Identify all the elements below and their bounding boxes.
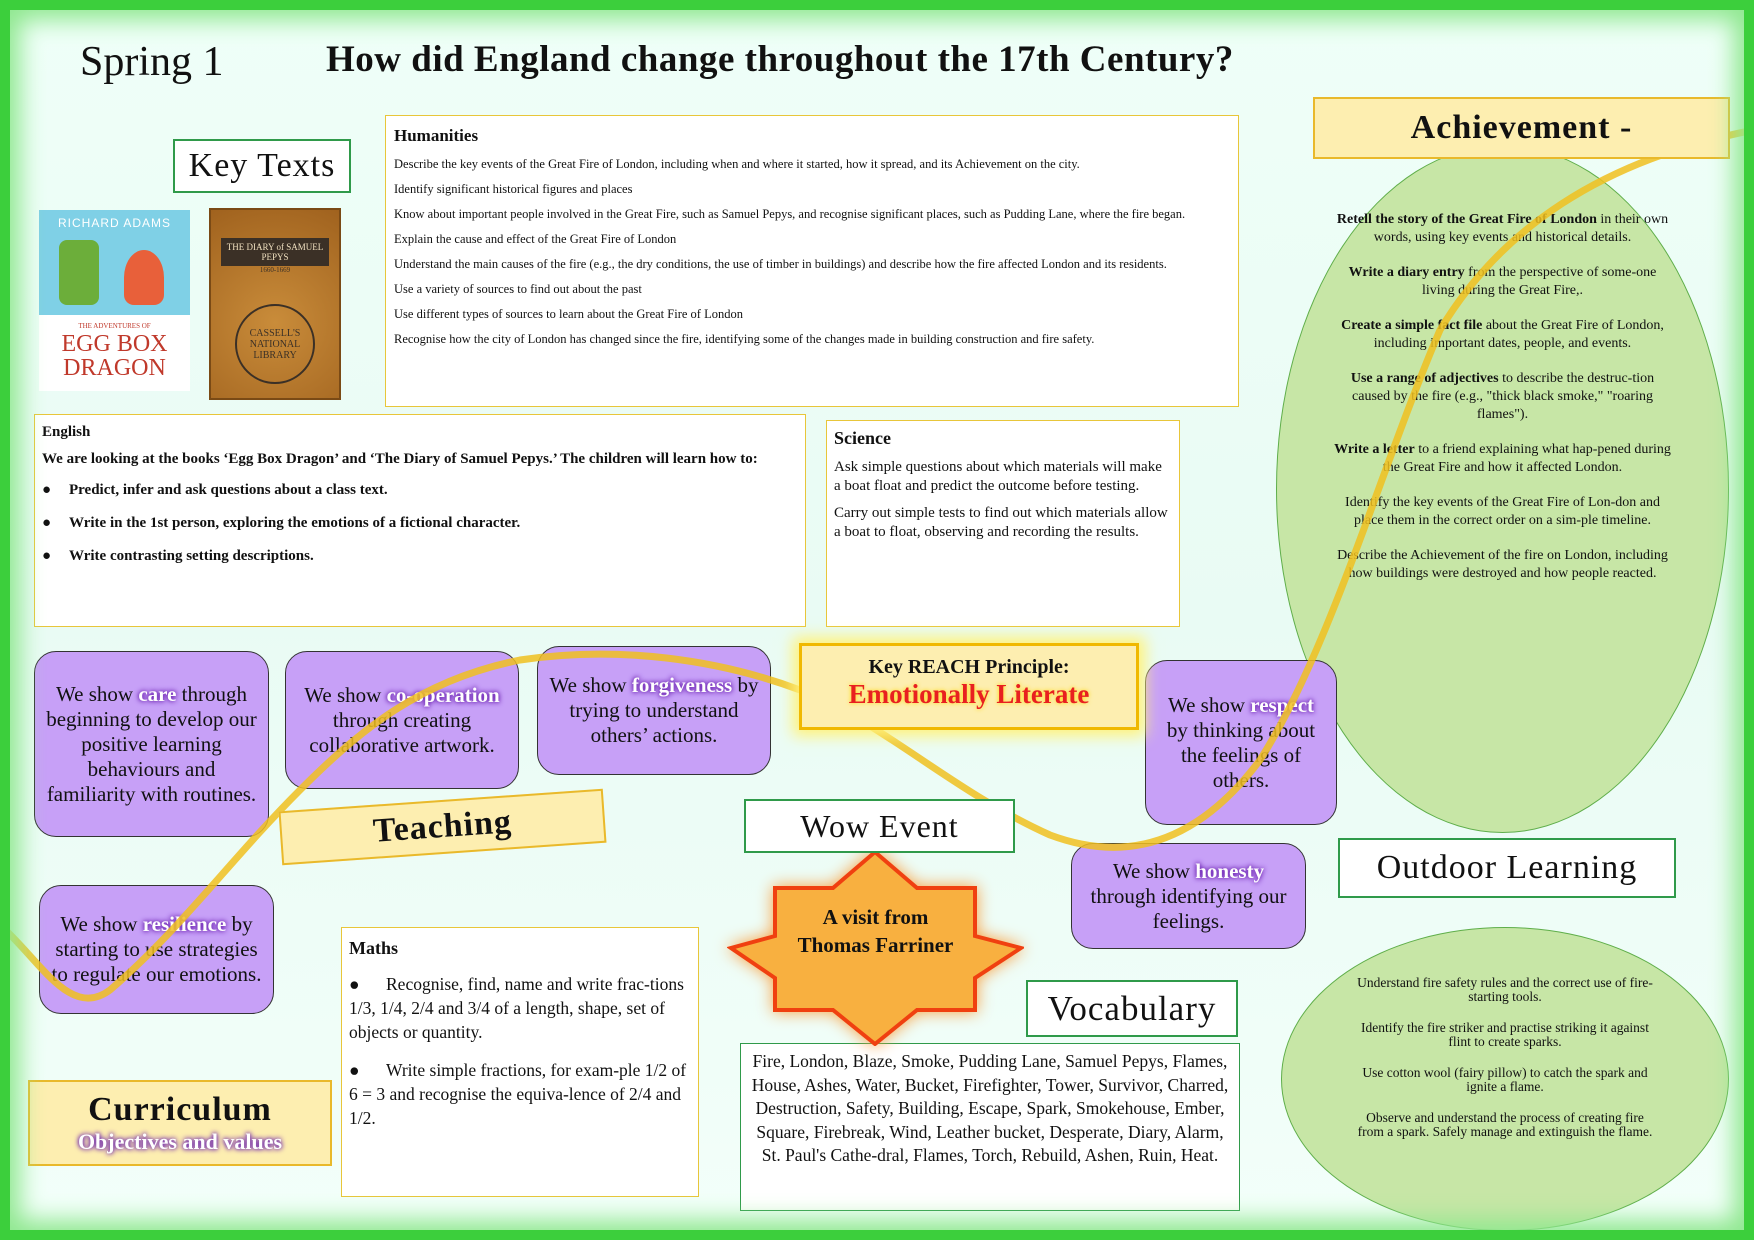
value-respect: We show respect by thinking about the fe…	[1145, 660, 1337, 825]
value-forgiveness: We show forgiveness by trying to underst…	[537, 646, 771, 775]
science-item: Ask simple questions about which materia…	[834, 459, 1162, 494]
achievement-heading: Achievement -	[1313, 97, 1730, 159]
humanities-item: Explain the cause and effect of the Grea…	[394, 232, 677, 246]
vocabulary-panel: Fire, London, Blaze, Smoke, Pudding Lane…	[740, 1043, 1240, 1211]
teaching-banner: Teaching	[278, 788, 607, 866]
cover-title: THE DIARY of SAMUEL PEPYS	[221, 238, 329, 266]
curriculum-subtitle: Objectives and values	[77, 1129, 283, 1154]
english-item: ●Predict, infer and ask questions about …	[42, 482, 388, 498]
cover-title: EGG BOX DRAGON	[61, 331, 168, 381]
vocabulary-heading: Vocabulary	[1026, 980, 1238, 1037]
humanities-item: Use a variety of sources to find out abo…	[394, 282, 642, 296]
science-item: Carry out simple tests to find out which…	[834, 505, 1168, 540]
wow-event-heading: Wow Event	[744, 799, 1015, 853]
humanities-item: Know about important people involved in …	[394, 207, 1186, 221]
science-panel: Science Ask simple questions about which…	[826, 420, 1180, 627]
key-texts-label: Key Texts	[173, 139, 351, 193]
page-title: How did England change throughout the 17…	[326, 39, 1234, 80]
humanities-heading: Humanities	[394, 126, 479, 145]
reach-principle-box: Key REACH Principle: Emotionally Literat…	[799, 643, 1139, 730]
achievement-item: Create a simple fact file about the Grea…	[1341, 318, 1664, 351]
english-panel: English We are looking at the books ‘Egg…	[34, 414, 806, 627]
cover-series: CASSELL'S NATIONAL LIBRARY	[235, 304, 315, 384]
value-resilience: We show resilience by starting to use st…	[39, 885, 274, 1014]
achievement-item: Use a range of adjectives to describe th…	[1350, 371, 1655, 422]
achievement-ellipse: Retell the story of the Great Fire of Lo…	[1276, 145, 1729, 833]
humanities-item: Understand the main causes of the fire (…	[394, 257, 1167, 271]
outdoor-item: Understand fire safety rules and the cor…	[1357, 975, 1653, 1004]
outdoor-learning-ellipse: Understand fire safety rules and the cor…	[1281, 927, 1729, 1231]
reach-label: Key REACH Principle:	[868, 656, 1070, 678]
maths-item: ●Write simple fractions, for exam-ple 1/…	[349, 1060, 687, 1128]
humanities-item: Recognise how the city of London has cha…	[394, 332, 1095, 346]
achievement-item: Write a letter to a friend explaining wh…	[1334, 442, 1671, 475]
maths-item: ●Recognise, find, name and write frac-ti…	[349, 974, 684, 1042]
outdoor-learning-heading: Outdoor Learning	[1338, 838, 1676, 898]
book-cover-diary-samuel-pepys: THE DIARY of SAMUEL PEPYS 1660-1669 CASS…	[209, 208, 341, 400]
outdoor-item: Use cotton wool (fairy pillow) to catch …	[1362, 1065, 1648, 1094]
science-heading: Science	[834, 428, 891, 448]
wow-event-text: A visit from Thomas Farriner	[797, 905, 954, 957]
maths-panel: Maths ●Recognise, find, name and write f…	[341, 927, 699, 1197]
outdoor-item: Identify the fire striker and practise s…	[1361, 1020, 1649, 1049]
achievement-item: Retell the story of the Great Fire of Lo…	[1336, 212, 1669, 245]
maths-heading: Maths	[349, 938, 398, 958]
curriculum-title: Curriculum	[88, 1091, 272, 1128]
curriculum-banner: Curriculum Objectives and values	[28, 1080, 332, 1166]
cover-dates: 1660-1669	[259, 266, 291, 274]
english-item: ●Write in the 1st person, exploring the …	[42, 515, 521, 531]
humanities-panel: Humanities Describe the key events of th…	[385, 115, 1239, 407]
value-co-operation: We show co-operation through creating co…	[285, 651, 519, 789]
reach-value: Emotionally Literate	[848, 679, 1090, 709]
value-honesty: We show honesty through identifying our …	[1071, 843, 1306, 949]
girl-illustration	[124, 250, 164, 305]
english-heading: English	[42, 424, 91, 440]
dragon-illustration	[59, 240, 99, 305]
cover-author: RICHARD ADAMS	[57, 216, 171, 230]
humanities-item: Describe the key events of the Great Fir…	[394, 157, 1080, 171]
achievement-item: Describe the Achievement of the fire on …	[1337, 548, 1668, 581]
cover-subtitle: THE ADVENTURES OF	[78, 322, 151, 330]
term-label: Spring 1	[80, 39, 224, 85]
book-cover-egg-box-dragon: RICHARD ADAMS THE ADVENTURES OF EGG BOX …	[39, 210, 190, 391]
achievement-item: Identify the key events of the Great Fir…	[1345, 495, 1660, 528]
english-intro: We are looking at the books ‘Egg Box Dra…	[42, 451, 758, 467]
humanities-item: Identify significant historical figures …	[394, 182, 633, 196]
achievement-item: Write a diary entry from the perspective…	[1348, 265, 1657, 298]
value-care: We show care through beginning to develo…	[34, 651, 269, 837]
humanities-item: Use different types of sources to learn …	[394, 307, 743, 321]
outdoor-item: Observe and understand the process of cr…	[1357, 1110, 1653, 1139]
english-item: ●Write contrasting setting descriptions.	[42, 548, 314, 564]
